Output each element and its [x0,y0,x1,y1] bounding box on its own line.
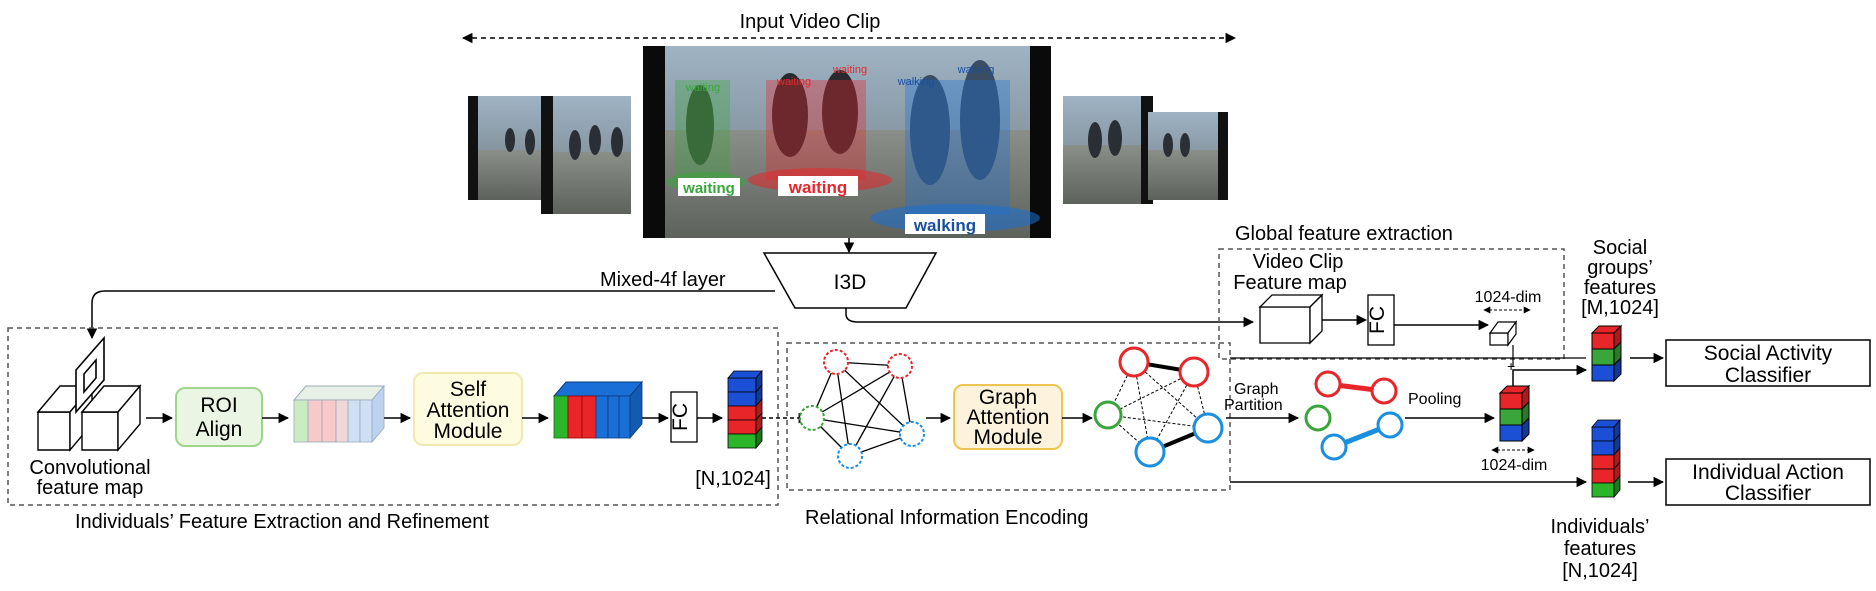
dim-bottom-label: 1024-dim [1481,457,1548,474]
i3d-label: I3D [834,271,867,294]
top-walking-tag-1: walking [897,76,935,88]
global-fc-box [1367,294,1395,346]
i3d-block [762,252,938,309]
video-clip-label-2: Feature map [1233,272,1346,294]
social-activity-label-2: Classifier [1725,364,1811,387]
partitioned-groups [1304,370,1404,461]
output-graph-nodes [1093,346,1224,468]
video-frame-left-far [468,96,548,200]
graph-partition-label-2: Partition [1224,397,1283,414]
refined-feature-blocks [552,380,644,440]
global-fc-label: FC [1366,306,1389,334]
walking-blue-tag: walking [913,216,976,235]
social-groups-label-4: [M,1024] [1581,297,1659,319]
individuals-features-label-2: features [1564,538,1636,560]
video-frame-right-far [1148,112,1228,200]
waiting-red-tag: waiting [788,178,848,197]
social-groups-label-1: Social [1593,237,1647,259]
n1024-label: [N,1024] [695,468,771,490]
individuals-section-label: Individuals’ Feature Extraction and Refi… [75,511,489,533]
top-waiting-tag-2: waiting [776,76,811,88]
i3d-to-global-connector [845,308,1255,328]
individuals-feature-stack [1591,418,1621,499]
self-att-label-1: Self [450,378,486,401]
dim-top-label: 1024-dim [1475,289,1542,306]
top-walking-tag-2: walking [957,64,995,76]
video-clip-label-1: Video Clip [1253,251,1344,273]
social-groups-label-3: features [1584,277,1656,299]
roi-label-2: Align [196,418,243,441]
mixed-layer-label: Mixed-4f layer [600,269,726,291]
video-frame-main: waiting waiting walking waiting waiting … [643,46,1051,238]
individual-fc-box [670,391,698,443]
input-graph-nodes [799,349,925,469]
conv-map-label-1: Convolutional [29,457,150,479]
pooled-to-social-connector [1512,364,1588,386]
individual-action-label-1: Individual Action [1692,461,1844,484]
video-frame-left-near [541,96,631,214]
roi-label-1: ROI [200,394,237,417]
global-feature-vector [1488,320,1518,347]
individuals-features-label-3: [N,1024] [1562,560,1638,582]
individuals-section-box [7,327,779,506]
pooled-group-stack [1498,384,1531,443]
graph-att-label-1: Graph [979,386,1037,409]
individuals-features-label-1: Individuals’ [1551,516,1650,538]
self-att-label-3: Module [434,420,503,443]
video-frame-right-near [1063,96,1153,204]
relational-section-label: Relational Information Encoding [805,507,1089,529]
waiting-green-tag: waiting [682,180,735,197]
roi-feature-blocks [292,384,386,444]
global-feature-extraction-label: Global feature extraction [1235,223,1453,245]
individual-action-label-2: Classifier [1725,482,1811,505]
mixed-layer-connector [86,290,775,340]
graph-attention-module-box [953,384,1063,450]
graph-att-label-2: Attention [967,406,1050,429]
conv-map-label-2: feature map [37,477,144,499]
conv-feature-map [36,335,142,452]
pooling-label: Pooling [1408,391,1461,408]
top-waiting-tag-1: waiting [685,82,720,94]
individual-fc-label: FC [669,403,692,431]
individual-action-classifier-box [1665,458,1871,506]
plus-symbol: + [1507,358,1515,374]
graph-partition-label-1: Graph [1234,381,1278,398]
social-groups-feature-stack [1590,324,1623,383]
global-feature-box [1218,248,1565,360]
self-attention-module-box [413,372,523,446]
video-clip-feature-cube [1258,293,1324,345]
social-activity-classifier-box [1665,339,1871,387]
roi-align-box [175,387,263,447]
individual-feature-stack [727,369,763,450]
graph-att-label-3: Module [974,426,1043,449]
social-activity-label-1: Social Activity [1704,342,1833,365]
input-video-clip-label: Input Video Clip [740,11,881,33]
top-waiting-tag-3: waiting [832,64,867,76]
social-groups-label-2: groups’ [1587,257,1653,279]
relational-section-box [786,342,1231,491]
self-att-label-2: Attention [427,399,510,422]
